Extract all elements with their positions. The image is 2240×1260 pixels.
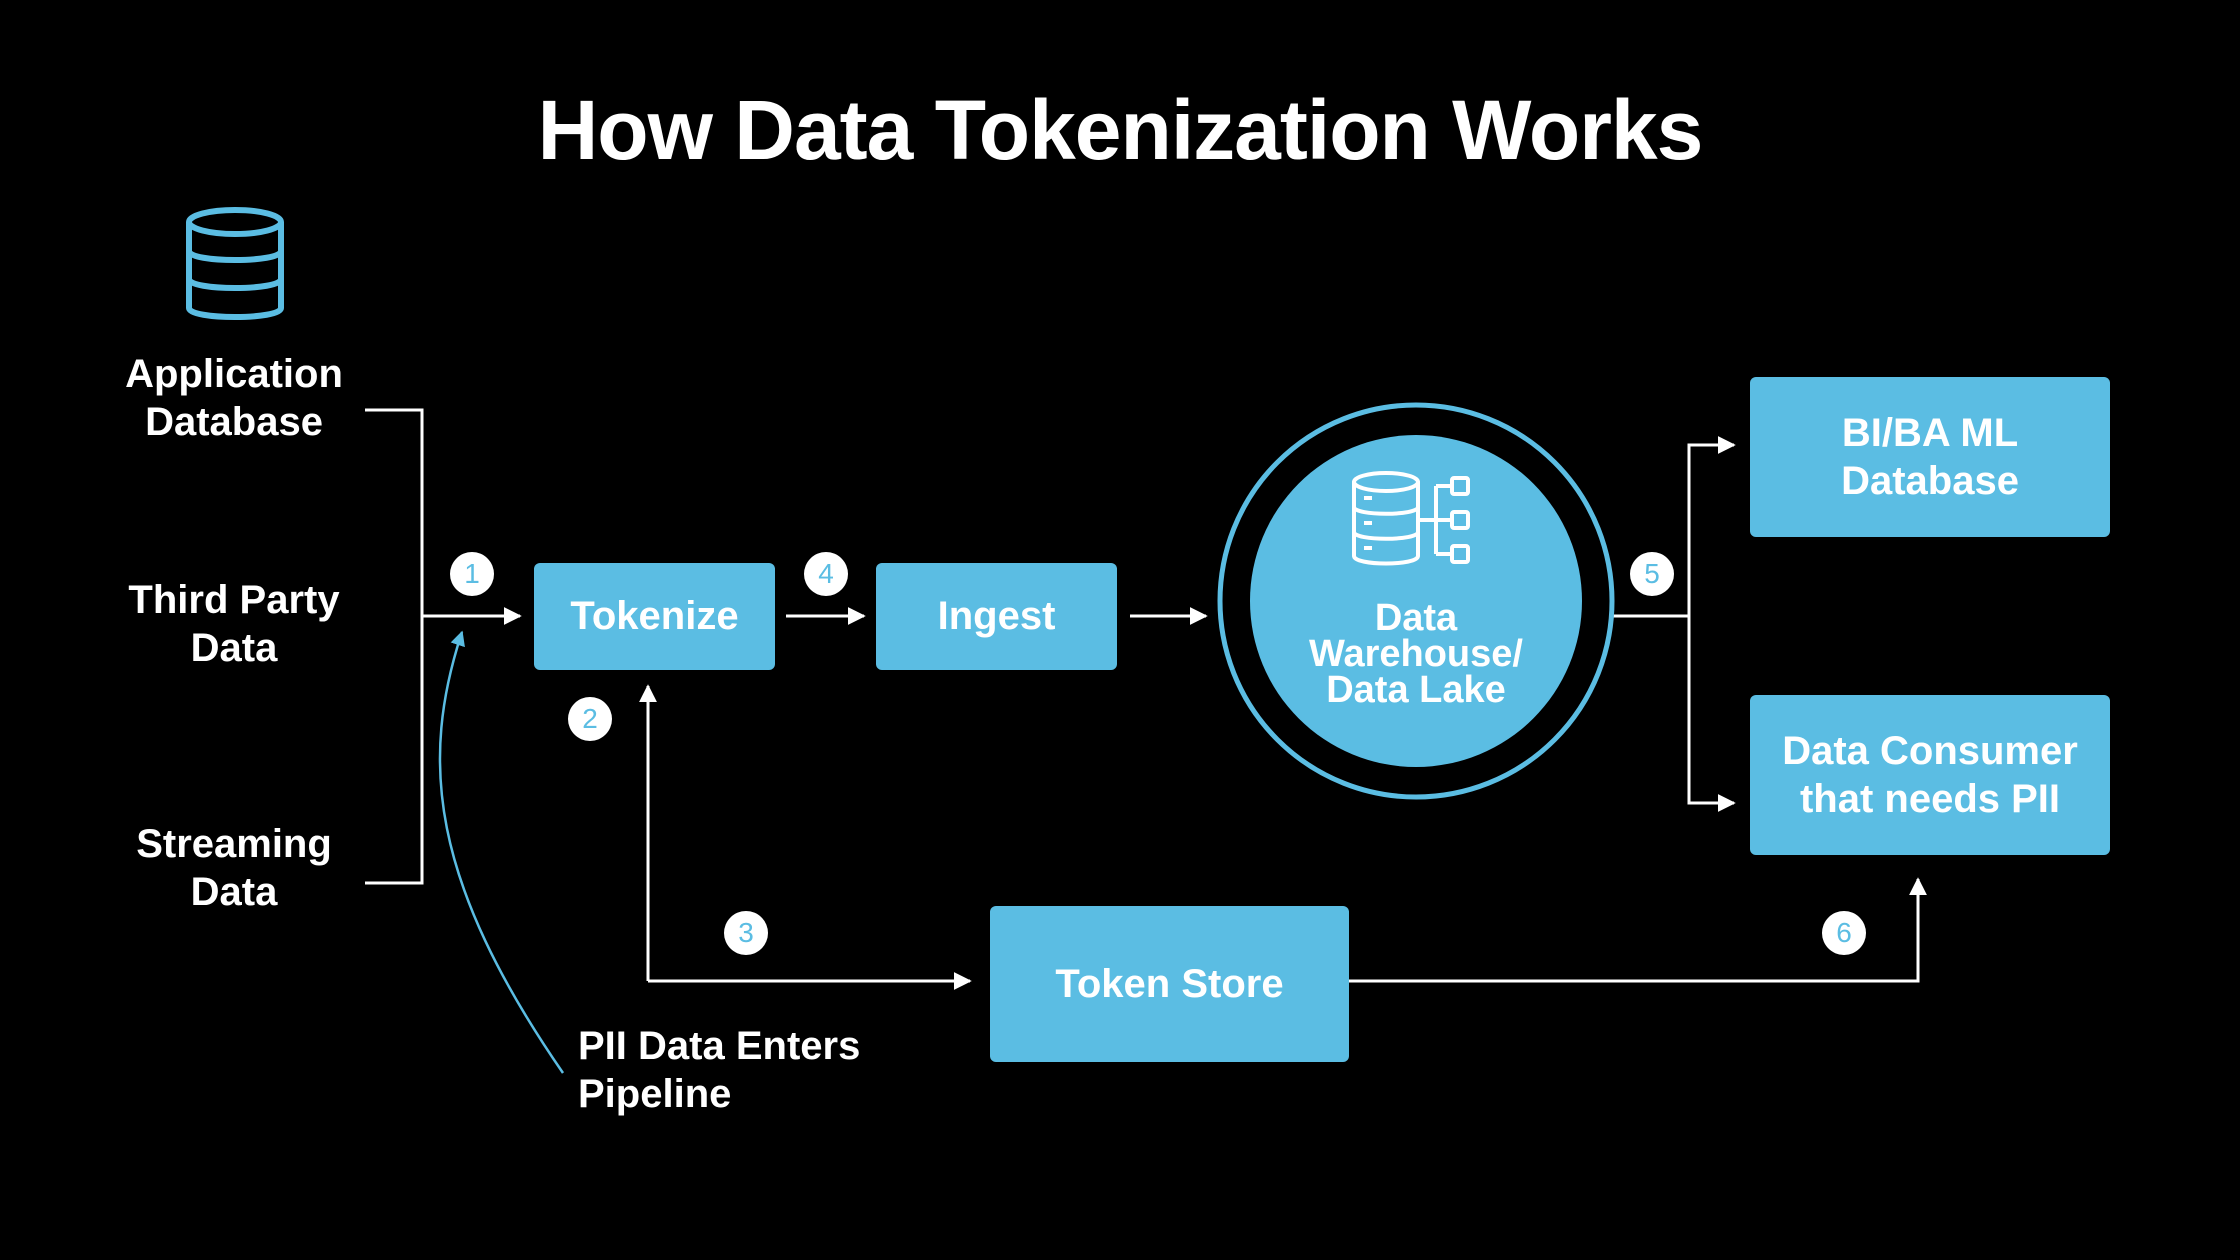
warehouse-label-line1: Data xyxy=(1374,597,1458,639)
source-label-line1: Third Party xyxy=(128,578,340,622)
source-label-line1: Application xyxy=(125,352,343,396)
pii-note: PII Data Enters Pipeline xyxy=(578,1022,978,1118)
warehouse-label-line3: Data Lake xyxy=(1326,669,1506,711)
warehouse-label: Data Warehouse/ Data Lake xyxy=(1266,597,1566,711)
step-2-badge: 2 xyxy=(568,697,612,741)
tokenize-label: Tokenize xyxy=(570,594,739,638)
bi-ba-ml-database-box: BI/BA ML Database xyxy=(1750,377,2110,537)
step-3-badge: 3 xyxy=(724,911,768,955)
bi-box-line1: BI/BA ML xyxy=(1841,411,2019,455)
source-label-line2: Data xyxy=(190,870,278,914)
page-title: How Data Tokenization Works xyxy=(537,83,1704,177)
consumer-box-line1: Data Consumer xyxy=(1782,729,2078,773)
database-hierarchy-icon xyxy=(1350,470,1484,570)
pii-note-line2: Pipeline xyxy=(578,1072,732,1116)
tokenize-box: Tokenize xyxy=(534,563,775,670)
step-6-badge: 6 xyxy=(1822,911,1866,955)
source-label-line2: Data xyxy=(190,626,278,670)
token-store-box: Token Store xyxy=(990,906,1349,1062)
source-bracket xyxy=(365,408,424,885)
ingest-box: Ingest xyxy=(876,563,1117,670)
database-icon xyxy=(183,205,287,325)
source-third-party-data: Third Party Data xyxy=(84,576,384,672)
arrow-token-store-to-consumer xyxy=(1349,877,1927,983)
warehouse-inner-circle xyxy=(1250,435,1582,767)
source-label-line1: Streaming xyxy=(136,822,332,866)
source-label-line2: Database xyxy=(145,400,323,444)
step-1-badge: 1 xyxy=(450,552,494,596)
pii-curve xyxy=(438,630,565,1074)
step-5-badge: 5 xyxy=(1630,552,1674,596)
bi-box-line2: Database xyxy=(1841,459,2019,503)
source-streaming-data: Streaming Data xyxy=(84,820,384,916)
source-application-database: Application Database xyxy=(84,350,384,446)
step-4-badge: 4 xyxy=(804,552,848,596)
pii-note-line1: PII Data Enters xyxy=(578,1024,861,1068)
warehouse-outer-ring xyxy=(1217,402,1615,800)
token-store-label: Token Store xyxy=(1055,961,1284,1006)
data-consumer-box: Data Consumer that needs PII xyxy=(1750,695,2110,855)
warehouse-label-line2: Warehouse/ xyxy=(1309,633,1523,675)
consumer-box-line2: that needs PII xyxy=(1799,777,2061,821)
ingest-label: Ingest xyxy=(937,594,1056,638)
